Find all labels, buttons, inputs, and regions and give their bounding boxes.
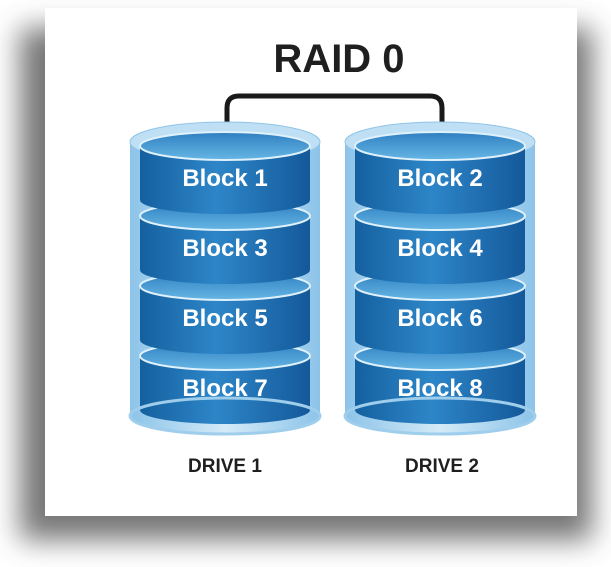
diagram-title: RAID 0 (273, 37, 404, 81)
block-label: Block 2 (397, 165, 482, 192)
platter-side (355, 356, 525, 424)
platter-side (355, 286, 525, 354)
disk-platter: Block 7 (139, 341, 311, 424)
block-label: Block 5 (182, 305, 267, 332)
platter-top (354, 131, 526, 161)
disk-platter: Block 4 (354, 201, 526, 284)
drive-base (128, 396, 322, 436)
drive-base (343, 396, 537, 436)
disk-platter: Block 3 (139, 201, 311, 284)
block-label: Block 1 (182, 165, 267, 192)
platter-top (139, 131, 311, 161)
disk-platter: Block 8 (354, 341, 526, 424)
drive-1-label: DRIVE 1 (188, 456, 262, 477)
drive-2: Block 8 Block 6 Block 4 Block 2 (343, 121, 537, 436)
block-label: Block 6 (397, 305, 482, 332)
block-label: Block 4 (397, 235, 483, 262)
platter-side (140, 286, 310, 354)
platter-side (355, 216, 525, 284)
platter-side (140, 356, 310, 424)
block-label: Block 3 (182, 235, 267, 262)
platter-side (355, 146, 525, 214)
disk-platter: Block 6 (354, 271, 526, 354)
drive-2-label: DRIVE 2 (405, 456, 479, 477)
disk-platter: Block 1 (139, 131, 311, 214)
disk-platter: Block 2 (354, 131, 526, 214)
connector-bracket (224, 93, 445, 147)
platter-side (140, 146, 310, 214)
disk-platter: Block 5 (139, 271, 311, 354)
drive-1: Block 7 Block 5 Block 3 Block 1 (128, 121, 322, 436)
platter-side (140, 216, 310, 284)
